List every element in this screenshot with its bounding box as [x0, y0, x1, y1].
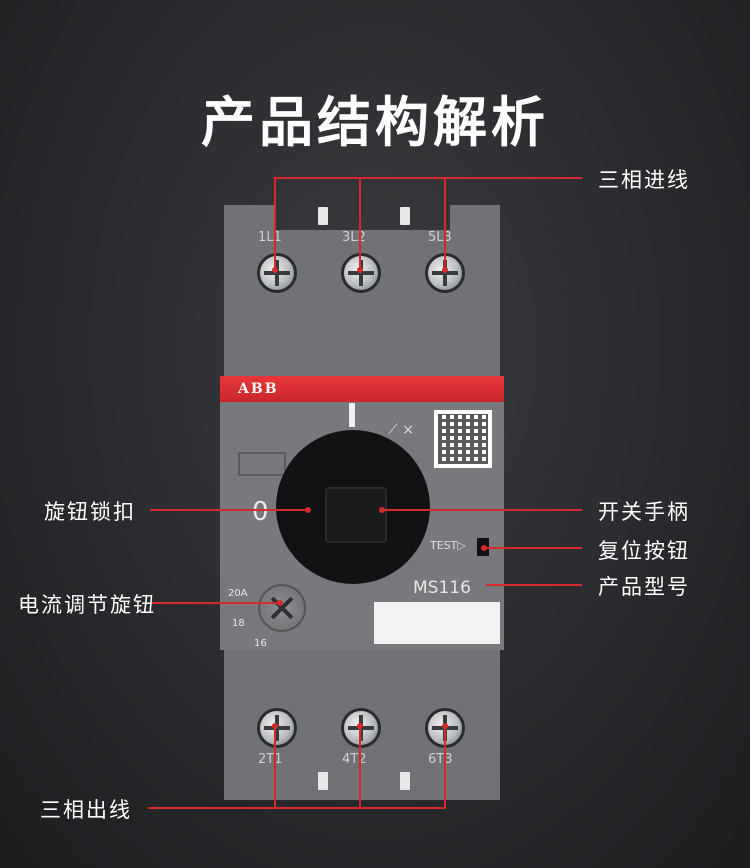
callout-line [148, 807, 446, 809]
callout-line [444, 177, 446, 270]
scale-18: 18 [232, 618, 245, 629]
callout-dot [272, 267, 278, 273]
page-title: 产品结构解析 [201, 91, 549, 154]
label-switch-handle: 开关手柄 [598, 500, 690, 524]
label-reset-button: 复位按钮 [598, 539, 690, 563]
callout-line [484, 547, 582, 549]
label-input-lines: 三相进线 [598, 168, 690, 192]
callout-line [444, 726, 446, 809]
test-label: TEST▷ [430, 539, 466, 552]
terminal-label-4t2: 4T2 [342, 752, 367, 767]
on-marker-icon [349, 403, 355, 427]
top-pin [400, 207, 410, 225]
label-current-knob: 电流调节旋钮 [18, 593, 156, 617]
label-plate [374, 602, 500, 644]
terminal-label-1l1: 1L1 [258, 230, 282, 245]
terminal-label-6t3: 6T3 [428, 752, 453, 767]
brand-logo: ABB [238, 381, 279, 397]
callout-line [274, 177, 276, 270]
model-label: MS116 [413, 578, 471, 598]
callout-dot [277, 600, 283, 606]
terminal-label-2t1: 2T1 [258, 752, 283, 767]
terminal-label-5l3: 5L3 [428, 230, 452, 245]
terminal-screw-icon [341, 253, 381, 293]
qr-code-icon [434, 410, 492, 468]
label-model: 产品型号 [598, 575, 690, 599]
switch-symbol-icon: ⟋ ⨯ [388, 422, 414, 438]
terminal-label-3l2: 3L2 [342, 230, 366, 245]
callout-line [359, 726, 361, 809]
label-lock-clasp: 旋钮锁扣 [44, 500, 136, 524]
terminal-screw-icon [257, 253, 297, 293]
switch-handle[interactable] [325, 487, 387, 543]
scale-16: 16 [254, 638, 267, 649]
callout-line [274, 177, 582, 179]
brand-band [220, 376, 504, 402]
callout-line [274, 726, 276, 809]
callout-dot [357, 267, 363, 273]
callout-dot [442, 723, 448, 729]
bottom-pin [318, 772, 328, 790]
callout-line [150, 602, 280, 604]
callout-line [150, 509, 308, 511]
motor-protector-device: 1L1 3L2 5L3 ABB ⟋ ⨯ 0 TEST▷ MS116 20A 18… [220, 200, 504, 800]
callout-line [382, 509, 582, 511]
callout-dot [481, 545, 487, 551]
label-output-lines: 三相出线 [40, 798, 132, 822]
callout-line [486, 584, 582, 586]
callout-line [359, 177, 361, 270]
callout-dot [272, 723, 278, 729]
callout-dot [379, 507, 385, 513]
off-marker: 0 [252, 497, 269, 527]
callout-dot [442, 267, 448, 273]
callout-dot [357, 723, 363, 729]
bottom-pin [400, 772, 410, 790]
scale-20a: 20A [228, 588, 248, 599]
top-pin [318, 207, 328, 225]
callout-dot [305, 507, 311, 513]
lock-slot [238, 452, 286, 476]
current-adjust-dial[interactable] [258, 584, 306, 632]
